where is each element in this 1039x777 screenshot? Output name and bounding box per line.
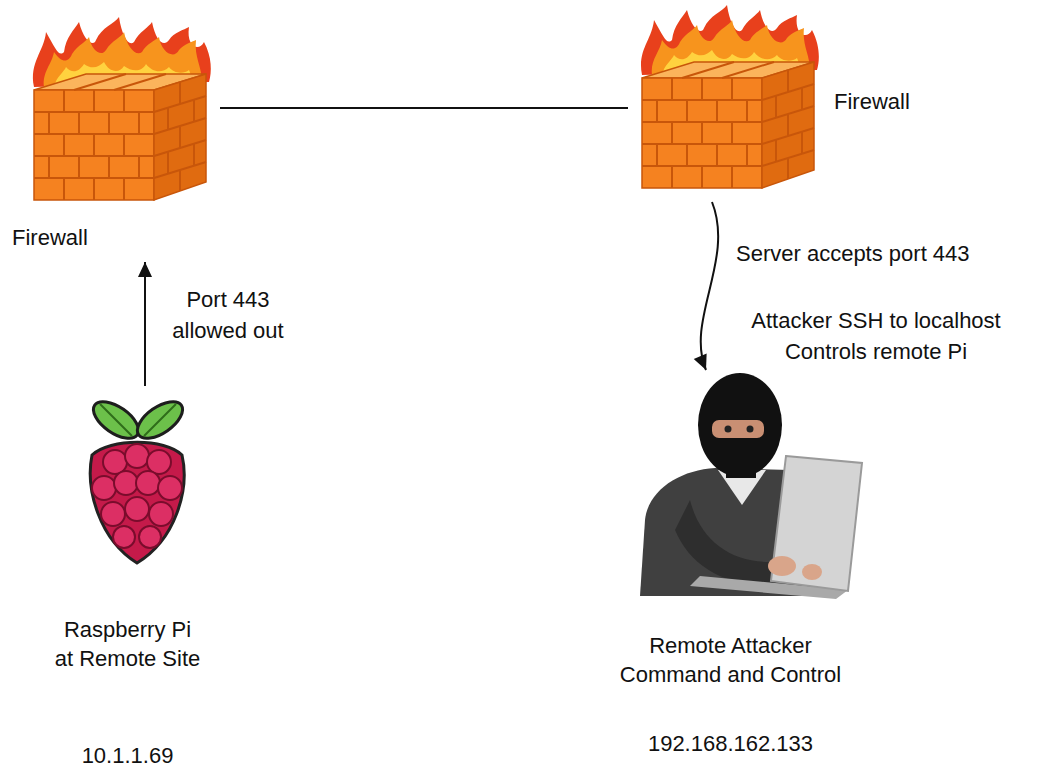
raspberry-pi-icon-part <box>90 442 184 563</box>
firewall-label: Firewall <box>12 224 88 253</box>
raspberry-pi-icon-part-part <box>125 444 149 468</box>
firewall-icon-part <box>33 17 211 200</box>
raspberry-pi-icon-part-part <box>149 502 173 526</box>
edge-label: Server accepts port 443 <box>736 238 970 269</box>
firewall-icon-part <box>641 5 819 188</box>
raspberry-pi-icon-part-part <box>92 476 116 500</box>
attacker-figure <box>640 373 862 599</box>
attacker-figure-part <box>802 564 822 580</box>
raspberry-pi-icon <box>87 394 189 563</box>
annotation: Attacker SSH to localhost Controls remot… <box>722 305 1030 367</box>
raspberry-pi-icon-part-part <box>114 471 138 495</box>
raspberry-pi-icon-part <box>92 444 182 548</box>
firewall-icon <box>641 5 819 188</box>
raspberry-pi-icon-part-part <box>136 471 160 495</box>
arrow-head <box>138 262 152 277</box>
raspberry-pi-icon-part-part <box>139 526 161 548</box>
attacker-figure-part <box>768 556 796 576</box>
raspberry-pi-icon-part <box>100 404 176 436</box>
attacker-figure-part <box>712 420 764 438</box>
attacker-figure-part <box>725 426 732 433</box>
firewall-icon <box>33 17 211 200</box>
attacker-figure-part <box>698 373 782 477</box>
firewall-node: Firewall <box>8 18 220 262</box>
device-node: Raspberry Pi at Remote Site 10.1.1.69 <box>20 386 235 773</box>
attacker-label: Remote Attacker Command and Control <box>611 632 851 689</box>
edge-label: Port 443 allowed out <box>153 284 303 346</box>
device-label: Raspberry Pi at Remote Site <box>53 616 203 673</box>
ip-address: 192.168.162.133 <box>611 730 851 759</box>
raspberry-pi-icon-part-part <box>125 497 149 521</box>
arrow-head <box>694 353 707 370</box>
ip-address: 10.1.1.69 <box>53 742 203 771</box>
attacker-figure-part <box>675 500 776 584</box>
raspberry-pi-icon-part-part <box>158 476 182 500</box>
connector-line <box>144 262 146 386</box>
connector <box>694 202 718 370</box>
attacker-figure-part <box>747 426 754 433</box>
raspberry-pi-icon-part-part <box>113 526 135 548</box>
connector <box>220 108 628 109</box>
firewall-node: Firewall <box>628 6 935 202</box>
firewall-label: Firewall <box>834 88 910 117</box>
connector-line <box>701 202 718 370</box>
connector <box>138 262 152 386</box>
attacker-node: Remote Attacker Command and Control 192.1… <box>588 370 873 762</box>
connector-line <box>220 107 628 109</box>
raspberry-pi-icon-part-part <box>101 502 125 526</box>
